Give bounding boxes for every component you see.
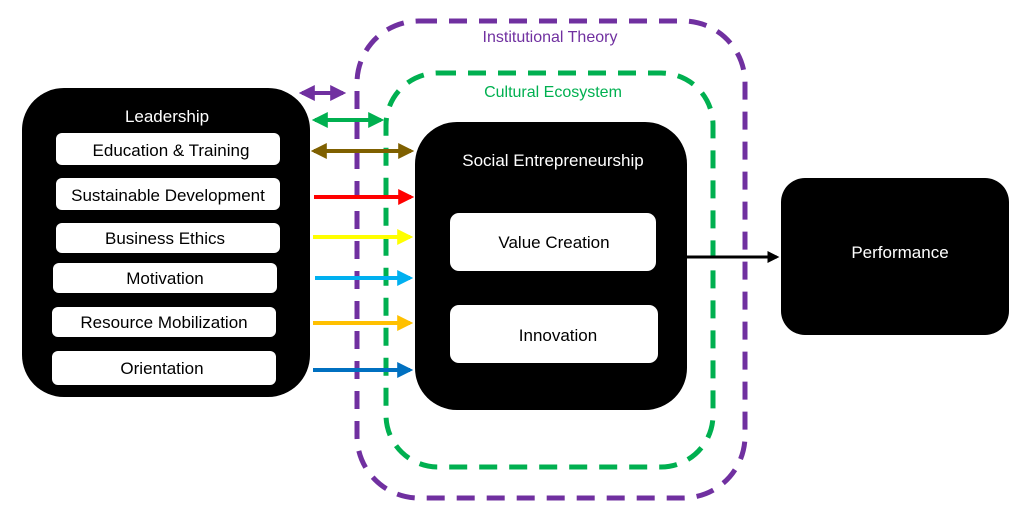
institutional-theory-label: Institutional Theory bbox=[483, 29, 618, 46]
leadership-item: Motivation bbox=[53, 263, 277, 293]
leadership-item-label: Motivation bbox=[126, 269, 203, 288]
leadership-item: Orientation bbox=[52, 351, 276, 385]
social-entrepreneurship-item: Value Creation bbox=[450, 213, 656, 271]
leadership-item: Business Ethics bbox=[56, 223, 280, 253]
performance-title: Performance bbox=[851, 243, 948, 262]
institutional-theory-frame bbox=[354, 18, 748, 501]
leadership-item: Resource Mobilization bbox=[52, 307, 276, 337]
leadership-item-label: Sustainable Development bbox=[71, 186, 265, 205]
leadership-box: Leadership Education & Training Sustaina… bbox=[22, 88, 310, 397]
value-creation-label: Value Creation bbox=[498, 233, 609, 252]
leadership-title: Leadership bbox=[125, 107, 209, 126]
social-entrepreneurship-item: Innovation bbox=[450, 305, 658, 363]
social-entrepreneurship-box: Social Entrepreneurship Value Creation I… bbox=[415, 122, 687, 410]
cultural-ecosystem-label: Cultural Ecosystem bbox=[484, 84, 622, 101]
leadership-item-label: Resource Mobilization bbox=[80, 313, 247, 332]
leadership-item: Sustainable Development bbox=[56, 178, 280, 210]
performance-box: Performance bbox=[781, 178, 1009, 335]
leadership-item: Education & Training bbox=[56, 133, 280, 165]
leadership-item-label: Orientation bbox=[120, 359, 203, 378]
cultural-ecosystem-frame bbox=[383, 70, 716, 470]
innovation-label: Innovation bbox=[519, 326, 597, 345]
social-entrepreneurship-title: Social Entrepreneurship bbox=[462, 151, 643, 170]
leadership-item-label: Business Ethics bbox=[105, 229, 225, 248]
connector-arrows bbox=[298, 85, 780, 378]
leadership-item-label: Education & Training bbox=[93, 141, 250, 160]
